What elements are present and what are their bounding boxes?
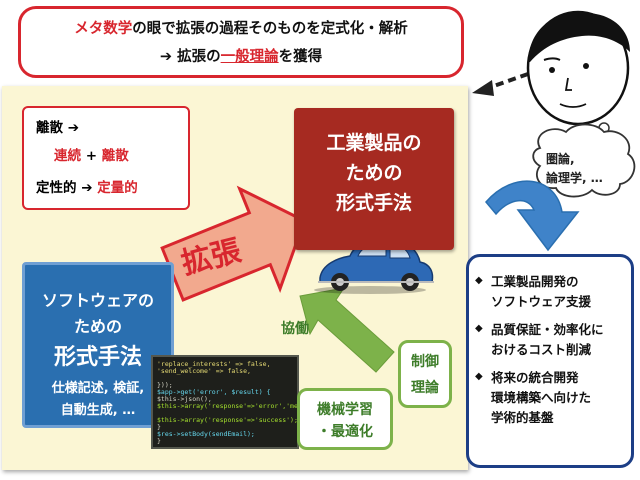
code-line: $res->setBody(sendEmail); <box>157 430 255 438</box>
code-screenshot: 'replace_interests' => false, 'send_welc… <box>151 355 299 449</box>
code-line: 'send_welcome' => false, <box>157 367 251 375</box>
ml-line-2: ・最適化 <box>317 424 373 440</box>
software-line-2: ための <box>73 317 122 336</box>
benefit-2-line-1: 品質保証・効率化に <box>491 322 604 337</box>
discrete-text-2: 離散 <box>101 148 129 164</box>
code-line: $this->json(), <box>157 395 212 403</box>
code-line: } <box>157 423 161 431</box>
arrow-glyph: ➔ <box>159 49 173 65</box>
callout-line-2-a: 拡張の <box>177 49 221 65</box>
bubble-line-2: 論理学, … <box>546 171 603 185</box>
software-line-4: 仕様記述, 検証, <box>51 381 145 396</box>
benefit-3-line-2: 環境構築へ向けた <box>491 390 592 405</box>
industrial-line-1: 工業製品の <box>326 132 422 154</box>
diamond-bullet-icon: ◆ <box>475 371 483 382</box>
thought-bubble-text: 圏論, 論理学, … <box>546 150 603 188</box>
thinking-face-icon <box>526 10 630 126</box>
collaboration-arrow <box>299 287 395 373</box>
expansion-arrow <box>160 185 307 302</box>
code-line: $app->get('error', $result) { <box>157 388 271 396</box>
general-theory-text: 一般理論 <box>220 49 279 65</box>
software-line-5: 自動生成, … <box>60 403 136 418</box>
diamond-bullet-icon: ◆ <box>475 323 483 334</box>
code-line: })); <box>157 381 173 389</box>
software-formal-methods-box: ソフトウェアの ための 形式手法 仕様記述, 検証, 自動生成, … <box>22 262 174 428</box>
benefit-3-line-3: 学術的基盤 <box>491 410 554 425</box>
benefit-2-line-2: おけるコスト削減 <box>491 342 592 357</box>
qualitative-text: 定性的 <box>36 180 77 196</box>
control-line-1: 制御 <box>411 354 439 370</box>
curved-blue-arrow <box>485 180 580 252</box>
callout-line-2-c: を獲得 <box>278 49 323 65</box>
software-line-1: ソフトウェアの <box>41 291 154 310</box>
machine-learning-box: 機械学習 ・最適化 <box>297 388 393 450</box>
callout-line-1-rest: の眼で拡張の過程そのものを定式化・解析 <box>132 21 408 37</box>
callout-line-1: メタ数学の眼で拡張の過程そのものを定式化・解析 <box>21 17 461 38</box>
dashed-arrow <box>472 72 529 96</box>
code-line: } <box>157 437 161 445</box>
concept-line-3: 定性的 ➔ 定量的 <box>36 180 138 196</box>
meta-math-text: メタ数学 <box>74 21 133 37</box>
industrial-line-3: 形式手法 <box>335 192 412 214</box>
benefit-1-line-1: 工業製品開発の <box>491 274 579 289</box>
bubble-line-1: 圏論, <box>546 152 575 166</box>
concept-box: 離散 ➔ 連続 + 離散 定性的 ➔ 定量的 <box>22 106 190 210</box>
discrete-text: 離散 <box>36 120 63 136</box>
code-line: $this->array('response'=>'error','messag… <box>157 402 298 410</box>
thought-bubble <box>532 122 636 198</box>
concept-line-2: 連続 + 離散 <box>54 144 129 164</box>
software-line-3: 形式手法 <box>53 345 142 370</box>
collaboration-label: 協働 <box>281 321 309 337</box>
benefits-box: ◆ 工業製品開発の ソフトウェア支援 ◆ 品質保証・効率化に おけるコスト削減 … <box>466 254 634 468</box>
code-line: 'replace_interests' => false, <box>157 360 271 368</box>
benefit-1-line-2: ソフトウェア支援 <box>491 294 592 309</box>
diamond-bullet-icon: ◆ <box>475 275 483 286</box>
benefit-3-line-1: 将来の統合開発 <box>491 370 579 385</box>
control-line-2: 理論 <box>411 380 439 396</box>
ml-line-1: 機械学習 <box>317 402 373 418</box>
industrial-formal-methods-box: 工業製品の ための 形式手法 <box>294 108 454 250</box>
quantitative-text: 定量的 <box>97 180 138 196</box>
header-callout: メタ数学の眼で拡張の過程そのものを定式化・解析 ➔ 拡張の一般理論を獲得 <box>18 6 464 78</box>
control-theory-box: 制御 理論 <box>398 340 452 408</box>
code-line: $this->array('response'=>'success'); <box>157 416 298 424</box>
plus-text: + <box>85 148 98 164</box>
industrial-line-2: ための <box>345 162 403 184</box>
callout-line-2: ➔ 拡張の一般理論を獲得 <box>21 45 461 66</box>
concept-line-1: 離散 ➔ <box>36 120 80 136</box>
continuous-text: 連続 <box>54 148 81 164</box>
